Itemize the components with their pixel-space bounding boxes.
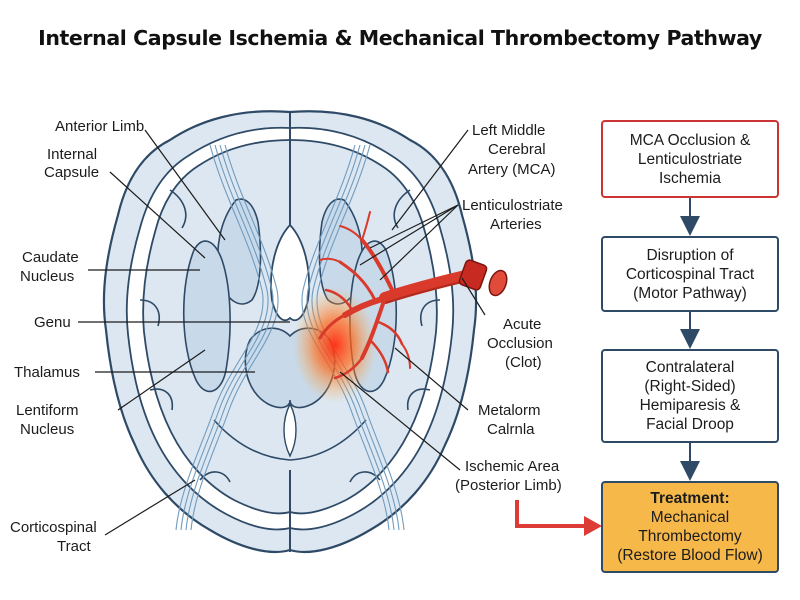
label-thalamus: Thalamus xyxy=(14,364,80,381)
label-ischemic-line1: Ischemic Area xyxy=(465,458,560,475)
leader-lines xyxy=(78,129,486,536)
treatment-heading: Treatment: xyxy=(650,490,730,507)
label-genu: Genu xyxy=(34,314,71,331)
label-corticospinal-line1: Corticospinal xyxy=(10,519,97,536)
label-internal-capsule-line2: Capsule xyxy=(44,164,99,181)
ischemic-area xyxy=(293,287,377,403)
label-mca-line3: Artery (MCA) xyxy=(468,161,556,178)
label-occlusion-line1: Acute xyxy=(503,316,541,333)
page-title: Internal Capsule Ischemia & Mechanical T… xyxy=(38,26,762,50)
label-mca-line1: Left Middle xyxy=(472,122,545,139)
label-mca-line2: Cerebral xyxy=(488,141,546,158)
labels-right: Left Middle Cerebral Artery (MCA) Lentic… xyxy=(455,122,563,494)
lateral-ventricles xyxy=(270,223,310,322)
flow-step-hemiparesis: Contralateral (Right-Sided) Hemiparesis … xyxy=(601,349,779,443)
flow-step-mca-occlusion: MCA Occlusion & Lenticulostriate Ischemi… xyxy=(601,120,779,198)
label-metalorm-line1: Metalorm xyxy=(478,402,541,419)
labels-left: Anterior Limb Internal Capsule Caudate N… xyxy=(10,118,144,555)
label-occlusion-line2: Occlusion xyxy=(487,335,553,352)
label-lentiform-line1: Lentiform xyxy=(16,402,79,419)
clot xyxy=(458,259,508,297)
label-occlusion-line3: (Clot) xyxy=(505,354,542,371)
label-lenticulostriate-line1: Lenticulostriate xyxy=(462,197,563,214)
label-lenticulostriate-line2: Arteries xyxy=(490,216,542,233)
treatment-body: Mechanical Thrombectomy (Restore Blood F… xyxy=(617,509,763,564)
label-lentiform-line2: Nucleus xyxy=(20,421,74,438)
lentiform-nucleus-left xyxy=(182,240,231,393)
label-ischemic-line2: (Posterior Limb) xyxy=(455,477,562,494)
label-corticospinal-line2: Tract xyxy=(57,538,91,555)
flow-step-disruption: Disruption of Corticospinal Tract (Motor… xyxy=(601,236,779,312)
label-metalorm-line2: Calrnla xyxy=(487,421,535,438)
brain-outline xyxy=(102,110,478,554)
label-anterior-limb: Anterior Limb xyxy=(55,118,144,135)
label-internal-capsule-line1: Internal xyxy=(47,146,97,163)
treatment-arrow xyxy=(515,500,602,536)
label-caudate-line2: Nucleus xyxy=(20,268,74,285)
label-caudate-line1: Caudate xyxy=(22,249,79,266)
flow-step-treatment: Treatment: Mechanical Thrombectomy (Rest… xyxy=(601,481,779,573)
